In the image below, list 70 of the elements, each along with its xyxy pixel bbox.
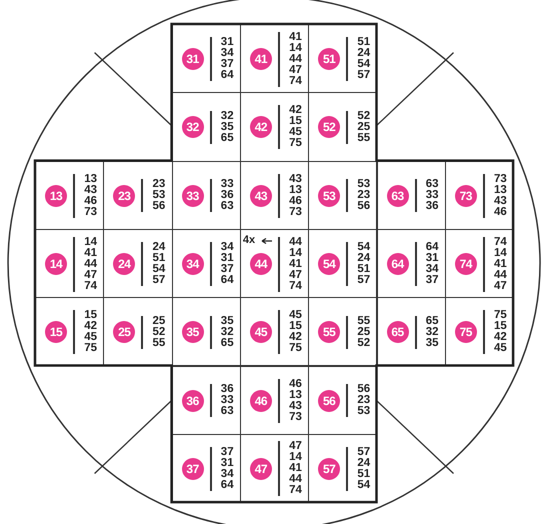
peg-number: 23 <box>113 184 136 207</box>
number-list: 75 15 42 45 <box>482 310 507 354</box>
peg-number: 56 <box>318 390 340 412</box>
peg-number: 63 <box>386 184 408 207</box>
peg-number: 13 <box>45 184 67 207</box>
peg-number: 75 <box>454 321 477 344</box>
number-list: 32 35 65 <box>210 110 234 144</box>
peg-number: 24 <box>113 253 136 276</box>
peg-number: 43 <box>250 184 272 207</box>
peg-number: 35 <box>182 321 204 344</box>
number-list: 41 14 44 47 74 <box>278 32 302 87</box>
number-list: 64 31 34 37 <box>414 242 438 286</box>
number-list: 55 25 52 <box>346 316 370 349</box>
grid-cell <box>308 297 378 366</box>
number-list: 52 25 55 <box>346 110 370 144</box>
count-label: 4x <box>242 234 256 246</box>
peg-number: 32 <box>182 116 204 138</box>
number-list: 74 14 41 44 47 <box>482 236 507 292</box>
number-list: 25 52 55 <box>141 316 166 349</box>
number-list: 33 36 63 <box>210 179 234 212</box>
peg-number: 15 <box>45 321 67 344</box>
peg-number: 45 <box>250 321 272 344</box>
number-list: 24 51 54 57 <box>141 242 166 286</box>
peg-number: 46 <box>250 390 272 412</box>
number-list: 44 14 41 47 74 <box>278 236 302 292</box>
peg-number: 57 <box>318 458 340 480</box>
number-list: 57 24 51 54 <box>346 446 370 491</box>
number-list: 54 24 51 57 <box>346 242 370 286</box>
number-list: 63 33 36 <box>414 179 438 212</box>
peg-number: 37 <box>182 458 204 480</box>
number-list: 45 15 42 75 <box>278 310 302 354</box>
peg-number: 51 <box>318 48 340 70</box>
number-list: 65 32 35 <box>414 316 438 349</box>
number-list: 47 14 41 44 74 <box>278 441 302 496</box>
peg-number: 41 <box>250 48 272 70</box>
number-list: 14 41 44 47 74 <box>73 236 97 292</box>
number-list: 15 42 45 75 <box>73 310 97 354</box>
peg-number: 47 <box>250 458 272 480</box>
peg-number: 52 <box>318 116 340 138</box>
peg-number: 33 <box>182 184 204 207</box>
number-list: 43 13 46 73 <box>278 174 302 218</box>
number-list: 73 13 43 46 <box>482 174 507 218</box>
peg-number: 34 <box>182 253 204 276</box>
peg-number: 74 <box>454 253 477 276</box>
peg-number: 31 <box>182 48 204 70</box>
number-list: 53 23 56 <box>346 179 370 212</box>
number-list: 31 34 37 64 <box>210 37 234 82</box>
peg-number: 14 <box>45 253 67 276</box>
number-list: 37 31 34 64 <box>210 446 234 491</box>
peg-number: 55 <box>318 321 340 344</box>
grid-cell <box>376 160 446 230</box>
peg-number: 42 <box>250 116 272 138</box>
peg-number: 65 <box>386 321 408 344</box>
number-list: 56 23 53 <box>346 384 370 418</box>
number-list: 36 33 63 <box>210 384 234 418</box>
number-list: 35 32 65 <box>210 316 234 349</box>
number-list: 13 43 46 73 <box>73 174 97 218</box>
number-list: 34 31 37 64 <box>210 242 234 286</box>
number-list: 23 53 56 <box>141 179 166 212</box>
peg-number: 54 <box>318 253 340 276</box>
peg-number: 36 <box>182 390 204 412</box>
number-list: 42 15 45 75 <box>278 105 302 150</box>
peg-number: 64 <box>386 253 408 276</box>
number-list: 51 24 54 57 <box>346 37 370 82</box>
peg-number: 44 <box>250 253 272 276</box>
grid-cell <box>172 366 241 435</box>
number-list: 46 13 43 73 <box>278 378 302 423</box>
peg-number: 53 <box>318 184 340 207</box>
peg-number: 73 <box>454 184 477 207</box>
peg-number: 25 <box>113 321 136 344</box>
